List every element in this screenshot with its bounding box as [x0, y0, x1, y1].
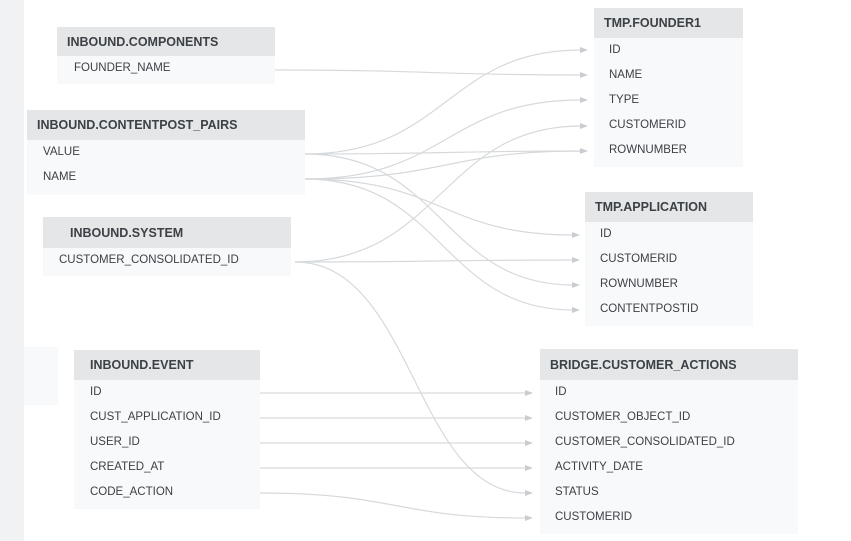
- column-item-name[interactable]: NAME: [609, 69, 643, 81]
- column-item-created-at[interactable]: CREATED_AT: [90, 461, 165, 473]
- column-item-customer-consolidated-id[interactable]: CUSTOMER_CONSOLIDATED_ID: [59, 254, 239, 266]
- column-item-type[interactable]: TYPE: [609, 94, 640, 106]
- table-inbound-contentpost-pairs[interactable]: INBOUND.CONTENTPOST_PAIRS VALUE NAME: [27, 110, 305, 195]
- table-inbound-components[interactable]: INBOUND.COMPONENTS FOUNDER_NAME: [57, 27, 275, 84]
- column-item-customerid[interactable]: CUSTOMERID: [600, 253, 678, 265]
- column-item-value[interactable]: VALUE: [43, 146, 80, 158]
- column-item-founder-name[interactable]: FOUNDER_NAME: [74, 62, 171, 74]
- column-item-id[interactable]: ID: [90, 386, 102, 398]
- column-item-customer-object-id[interactable]: CUSTOMER_OBJECT_ID: [555, 411, 691, 423]
- table-header: INBOUND.COMPONENTS: [57, 27, 275, 56]
- table-header: INBOUND.CONTENTPOST_PAIRS: [27, 110, 305, 140]
- column-item-customerid[interactable]: CUSTOMERID: [555, 511, 633, 523]
- column-item-id[interactable]: ID: [600, 228, 612, 240]
- column-item-id[interactable]: ID: [609, 44, 621, 56]
- table-tmp-application[interactable]: TMP.APPLICATION ID CUSTOMERID ROWNUMBER …: [585, 192, 753, 326]
- column-item-customerid[interactable]: CUSTOMERID: [609, 119, 687, 131]
- column-item-cust-application-id[interactable]: CUST_APPLICATION_ID: [90, 411, 221, 423]
- table-header: TMP.APPLICATION: [585, 192, 753, 222]
- canvas-stub: [24, 347, 58, 405]
- table-header: INBOUND.EVENT: [74, 350, 260, 380]
- table-tmp-founder1[interactable]: TMP.FOUNDER1 ID NAME TYPE CUSTOMERID ROW…: [594, 8, 743, 167]
- table-header: TMP.FOUNDER1: [594, 8, 743, 38]
- table-inbound-event[interactable]: INBOUND.EVENT ID CUST_APPLICATION_ID USE…: [74, 350, 260, 509]
- column-item-activity-date[interactable]: ACTIVITY_DATE: [555, 461, 643, 473]
- column-item-code-action[interactable]: CODE_ACTION: [90, 486, 174, 498]
- column-item-status[interactable]: STATUS: [555, 486, 599, 498]
- column-item-rownumber[interactable]: ROWNUMBER: [600, 278, 678, 290]
- table-bridge-customer-actions[interactable]: BRIDGE.CUSTOMER_ACTIONS ID CUSTOMER_OBJE…: [540, 349, 798, 534]
- column-item-name[interactable]: NAME: [43, 171, 77, 183]
- column-item-id[interactable]: ID: [555, 386, 567, 398]
- column-item-contentpostid[interactable]: CONTENTPOSTID: [600, 303, 699, 315]
- column-item-customer-consolidated-id[interactable]: CUSTOMER_CONSOLIDATED_ID: [555, 436, 735, 448]
- table-header: INBOUND.SYSTEM: [43, 217, 291, 248]
- table-inbound-system[interactable]: INBOUND.SYSTEM CUSTOMER_CONSOLIDATED_ID: [43, 217, 291, 276]
- table-header: BRIDGE.CUSTOMER_ACTIONS: [540, 349, 798, 380]
- column-item-rownumber[interactable]: ROWNUMBER: [609, 144, 687, 156]
- column-item-user-id[interactable]: USER_ID: [90, 436, 140, 448]
